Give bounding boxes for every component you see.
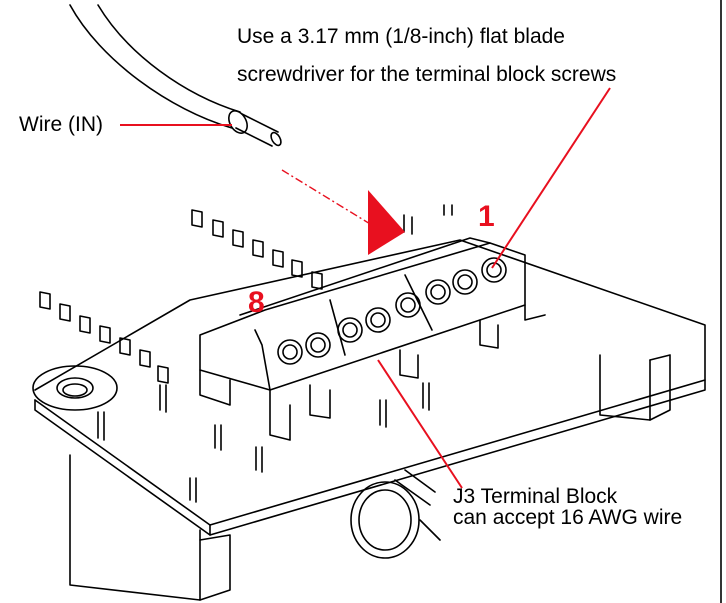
pin-8-marker: 8 xyxy=(248,286,265,319)
leader-lines xyxy=(120,87,611,489)
terminal-block-label-line2: can accept 16 AWG wire xyxy=(453,506,683,529)
header-pins xyxy=(39,204,453,503)
insertion-arrow-icon xyxy=(368,190,405,255)
terminal-block xyxy=(199,237,546,441)
wire-in-label: Wire (IN) xyxy=(19,113,103,136)
pcb-board xyxy=(32,239,706,601)
screw-icon xyxy=(277,257,507,365)
screwdriver-note-line2: screwdriver for the terminal block screw… xyxy=(237,63,617,86)
wire-icon xyxy=(69,4,282,147)
insertion-path xyxy=(281,169,381,231)
terminal-block-label-line1: J3 Terminal Block xyxy=(453,485,618,508)
screwdriver-note-line1: Use a 3.17 mm (1/8-inch) flat blade xyxy=(237,25,565,48)
pin-1-marker: 1 xyxy=(478,200,495,233)
